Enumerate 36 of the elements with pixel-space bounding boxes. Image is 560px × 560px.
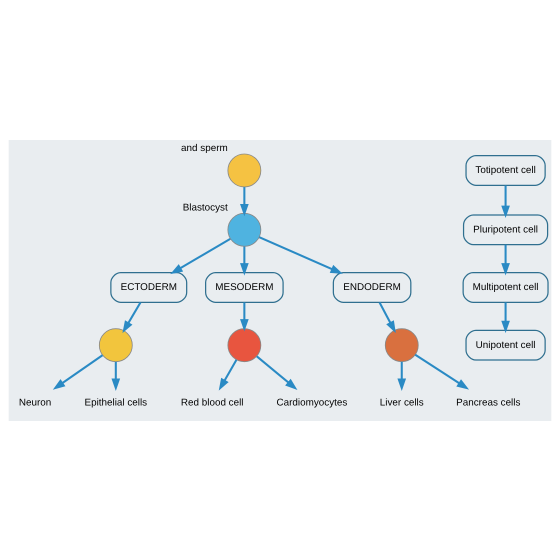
node-circle <box>384 328 419 362</box>
node-box: MESODERM <box>205 272 284 302</box>
arrow <box>240 186 249 216</box>
arrow <box>414 353 470 390</box>
node-box: Totipotent cell <box>465 154 546 186</box>
node-box: Pluripotent cell <box>462 214 548 245</box>
arrow <box>170 238 231 274</box>
node-text: Epithelial cells <box>84 396 148 408</box>
node-circle <box>98 328 133 362</box>
arrow <box>111 361 120 390</box>
node-circle <box>227 153 262 187</box>
node-text: Liver cells <box>380 396 424 408</box>
arrow <box>258 236 343 274</box>
arrow <box>501 244 510 275</box>
arrow <box>122 301 142 333</box>
node-text: Cardiomyocytes <box>276 396 348 408</box>
node-text: Neuron <box>18 396 52 408</box>
arrow <box>52 354 104 390</box>
arrow <box>501 185 510 218</box>
arrow <box>501 302 510 333</box>
arrow <box>256 355 298 390</box>
node-text: Red blood cell <box>180 396 244 408</box>
node-text: Pancreas cells <box>456 396 520 408</box>
arrow <box>378 301 396 333</box>
node-label: and sperm <box>181 142 228 154</box>
arrow <box>218 358 238 390</box>
node-box: Multipotent cell <box>462 272 549 302</box>
node-label: Blastocyst <box>182 202 228 214</box>
node-box: ECTODERM <box>110 272 188 302</box>
arrow <box>240 302 249 332</box>
arrow <box>397 361 406 390</box>
node-circle <box>227 328 262 362</box>
node-box: Unipotent cell <box>465 329 546 360</box>
arrow <box>240 246 249 276</box>
node-box: ENDODERM <box>332 272 412 302</box>
node-circle <box>227 212 262 246</box>
